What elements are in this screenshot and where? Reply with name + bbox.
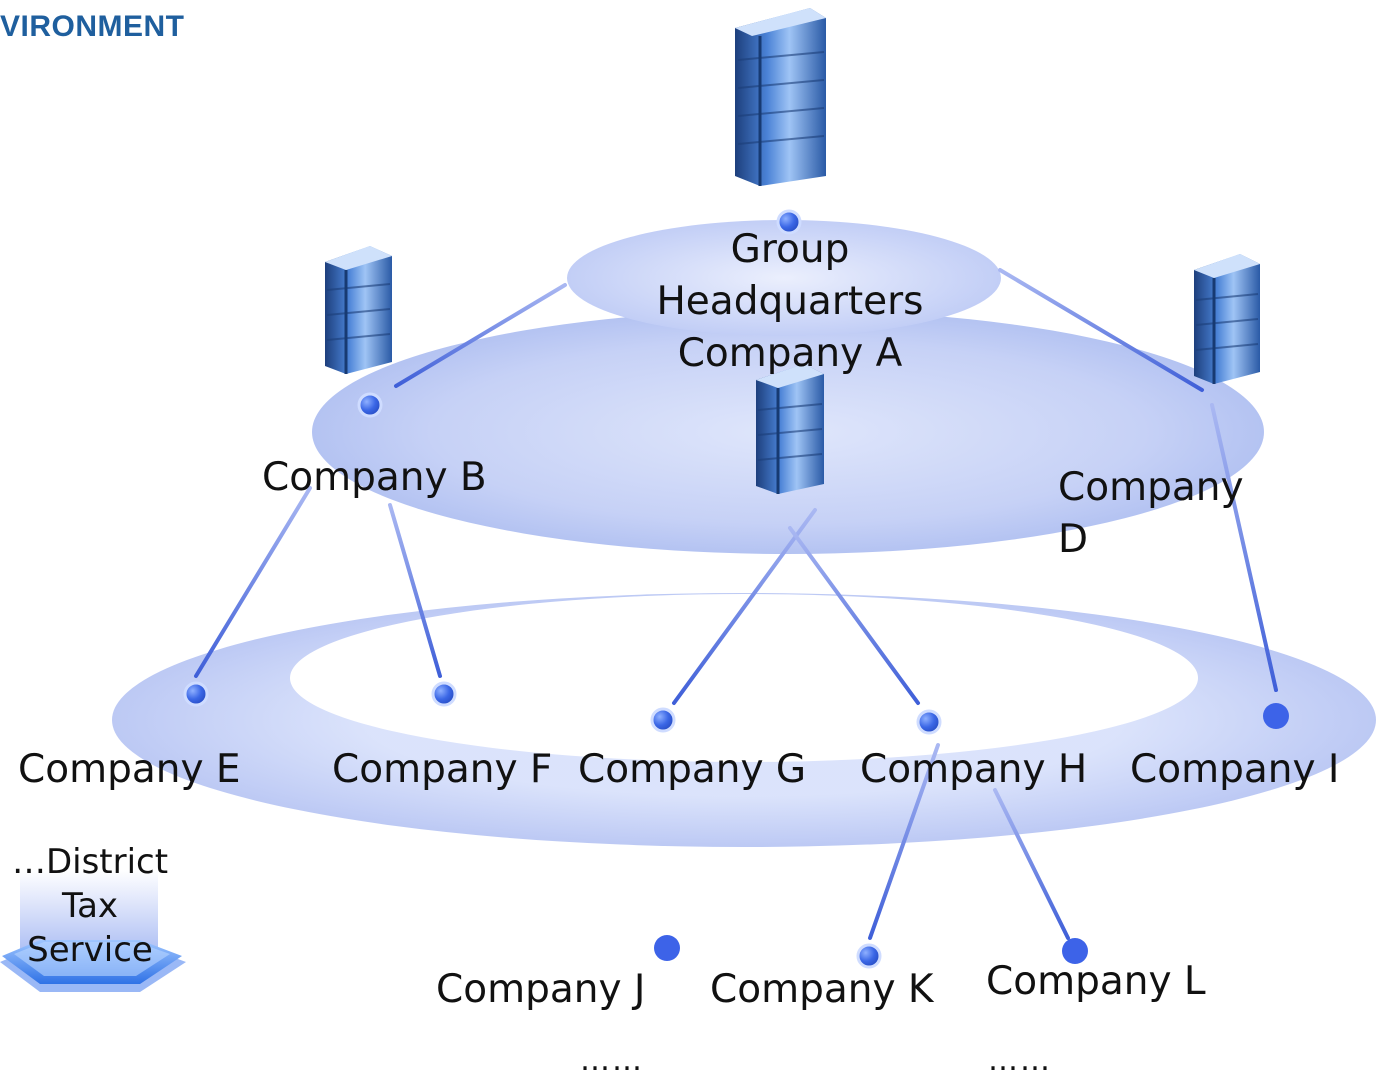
link-c-h [788,526,920,705]
link-h-k [868,743,940,940]
continuation-ellipsis: …… [988,1043,1052,1078]
node-dots [183,209,1289,969]
top-layer-ellipse [567,220,1001,336]
node-dot-k [856,943,882,969]
hexagon-platform-icon [0,870,186,992]
node-label-line: Group [730,227,850,272]
tax-label-line: Service [27,930,153,970]
link-c-g [672,508,817,705]
node-label-company-i: Company I [1130,747,1340,792]
node-label-line: Headquarters [656,279,924,324]
node-label-company-d: Company D [1058,462,1244,566]
continuation-ellipsis: …… [580,1043,644,1078]
node-dot-j [654,935,680,961]
server-icon [325,246,392,374]
link-d-i [1210,403,1278,692]
server-icon [1194,254,1260,384]
node-label-company-k: Company K [710,967,934,1012]
node-dot-g [650,707,676,733]
node-dot-a [776,209,802,235]
node-label-headquarters: Group Headquarters Company A [640,224,940,380]
node-label-company-g: Company G [578,747,807,792]
link-b-e [194,486,312,678]
page-title: VIRONMENT [0,10,185,43]
node-label-company-l: Company L [986,959,1206,1004]
node-dot-l [1062,938,1088,964]
link-a-d [998,268,1204,392]
node-dot-h [916,709,942,735]
node-label-line: D [1058,517,1089,562]
node-dot-f [431,681,457,707]
node-dot-e [183,681,209,707]
server-icon [756,364,824,494]
node-dot-i [1263,703,1289,729]
tax-label-line: Tax [61,886,119,926]
node-label-line: Company A [677,331,903,376]
node-label-line: Company [1058,465,1244,510]
node-dot-b [357,392,383,418]
link-h-l [993,788,1070,940]
node-label-company-e: Company E [18,747,241,792]
tax-label-line: …District [11,842,169,882]
lower-ring [112,593,1376,847]
link-a-b [394,283,567,388]
server-icon [735,8,826,186]
node-label-company-j: Company J [436,967,646,1012]
node-label-company-h: Company H [860,747,1088,792]
link-b-f [388,503,442,678]
tax-service-label: …District Tax Service [4,840,176,972]
connection-lines [194,268,1278,1060]
node-label-company-b: Company B [262,455,487,500]
node-label-company-f: Company F [332,747,553,792]
